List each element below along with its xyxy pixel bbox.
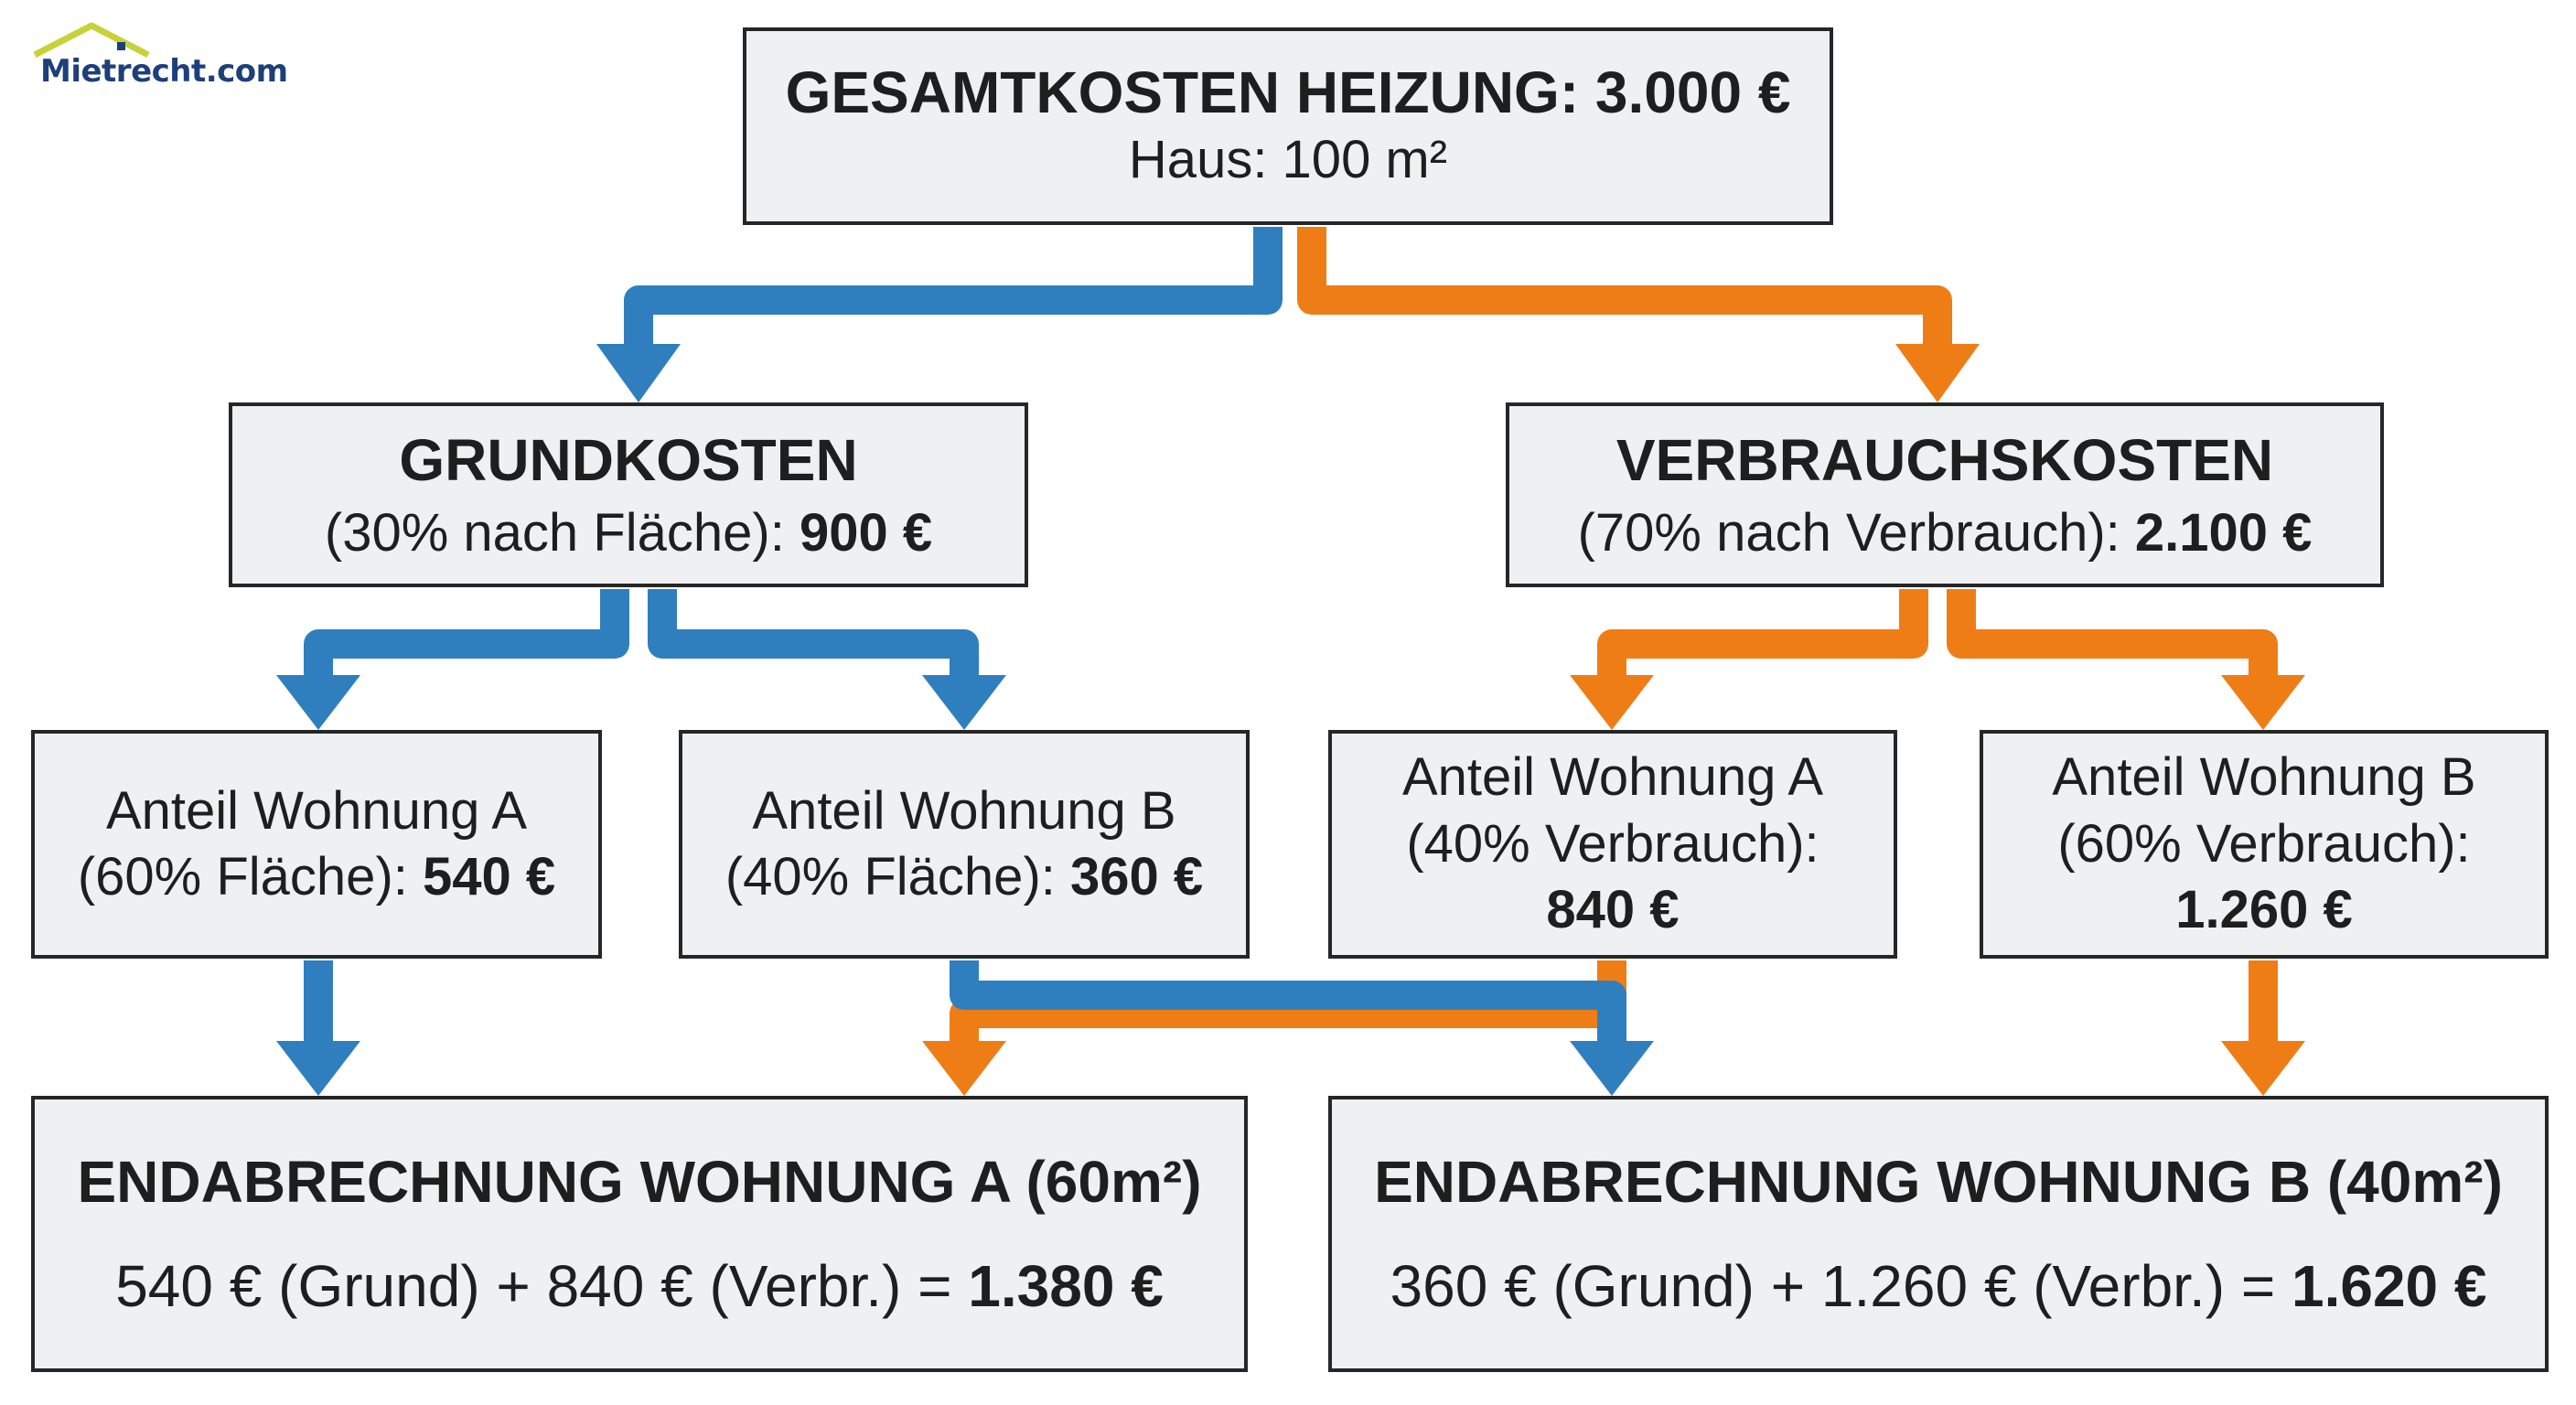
final-bill-b-line: 360 € (Grund) + 1.260 € (Verbr.) = 1.620… — [1390, 1249, 2487, 1323]
arrowhead-fa-orange — [922, 1041, 1006, 1096]
arrowhead-fa-blue — [276, 1041, 360, 1096]
base-share-b-label: Anteil Wohnung B — [752, 780, 1176, 841]
base-share-b-line: (40% Fläche): 360 € — [725, 844, 1203, 911]
consumption-costs-desc: (70% nach Verbrauch): — [1577, 502, 2135, 563]
consumption-costs-box: VERBRAUCHSKOSTEN (70% nach Verbrauch): 2… — [1506, 402, 2384, 587]
consumption-costs-value: 2.100 € — [2134, 502, 2313, 563]
house-window-icon — [117, 42, 125, 50]
arrow-verb-to-a — [1597, 589, 1928, 677]
arrow-verb-to-b — [1947, 589, 2278, 677]
house-area: Haus: 100 m² — [1128, 129, 1448, 189]
arrow-top-to-grund — [624, 227, 1283, 346]
arrowhead-fb-orange — [2221, 1041, 2305, 1096]
base-share-b-desc: (40% Fläche): — [724, 847, 1070, 906]
arrowhead-va — [1570, 675, 1654, 730]
arrowhead-gb — [922, 675, 1006, 730]
base-share-a-line: (60% Fläche): 540 € — [78, 844, 555, 911]
base-share-a-box: Anteil Wohnung A (60% Fläche): 540 € — [31, 730, 602, 959]
final-bill-a-box: ENDABRECHNUNG WOHNUNG A (60m²) 540 € (Gr… — [31, 1096, 1248, 1372]
final-bill-a-total: 1.380 € — [968, 1253, 1164, 1319]
arrow-grund-to-a — [304, 589, 629, 677]
base-share-a-value: 540 € — [423, 847, 556, 906]
final-bill-b-total: 1.620 € — [2291, 1253, 2487, 1319]
consumption-share-b-label: Anteil Wohnung B — [2052, 747, 2476, 808]
base-costs-title: GRUNDKOSTEN — [399, 426, 858, 493]
base-costs-desc: (30% nach Fläche): — [324, 502, 800, 563]
consumption-share-a-value: 840 € — [1546, 880, 1680, 940]
final-bill-a-title: ENDABRECHNUNG WOHNUNG A (60m²) — [77, 1149, 1202, 1215]
house-roof-icon — [33, 22, 150, 59]
consumption-costs-title: VERBRAUCHSKOSTEN — [1615, 426, 2274, 493]
final-bill-a-line: 540 € (Grund) + 840 € (Verbr.) = 1.380 € — [115, 1249, 1164, 1323]
total-costs-title: GESAMTKOSTEN HEIZUNG: 3.000 € — [785, 59, 1791, 125]
base-share-a-label: Anteil Wohnung A — [105, 780, 528, 841]
arrow-gb-to-fb — [950, 960, 1626, 1043]
consumption-share-a-box: Anteil Wohnung A (40% Verbrauch): 840 € — [1328, 730, 1897, 959]
arrowhead-vb — [2221, 675, 2305, 730]
final-bill-b-formula: 360 € (Grund) + 1.260 € (Verbr.) = — [1390, 1253, 2292, 1319]
base-share-a-desc: (60% Fläche): — [77, 847, 423, 906]
final-bill-b-box: ENDABRECHNUNG WOHNUNG B (40m²) 360 € (Gr… — [1328, 1096, 2549, 1372]
consumption-share-b-box: Anteil Wohnung B (60% Verbrauch): 1.260 … — [1980, 730, 2549, 959]
base-costs-line: (30% nach Fläche): 900 € — [325, 499, 932, 567]
arrowhead-grund — [596, 344, 681, 402]
base-costs-box: GRUNDKOSTEN (30% nach Fläche): 900 € — [229, 402, 1028, 587]
arrowhead-fb-blue — [1570, 1041, 1654, 1096]
arrowhead-verb — [1895, 344, 1980, 402]
base-costs-value: 900 € — [799, 502, 933, 563]
mietrecht-logo[interactable] — [27, 18, 265, 91]
logo-text: Mietrecht.com — [40, 53, 288, 90]
total-costs-box: GESAMTKOSTEN HEIZUNG: 3.000 € Haus: 100 … — [743, 27, 1833, 225]
consumption-share-b-value: 1.260 € — [2175, 880, 2353, 940]
consumption-share-a-label: Anteil Wohnung A — [1401, 747, 1824, 808]
consumption-share-a-desc: (40% Verbrauch): — [1406, 813, 1819, 874]
base-share-b-box: Anteil Wohnung B (40% Fläche): 360 € — [679, 730, 1250, 959]
arrow-grund-to-b — [648, 589, 979, 677]
base-share-b-value: 360 € — [1070, 847, 1204, 906]
arrow-top-to-verb — [1297, 227, 1952, 346]
final-bill-b-title: ENDABRECHNUNG WOHNUNG B (40m²) — [1374, 1149, 2503, 1215]
consumption-costs-line: (70% nach Verbrauch): 2.100 € — [1578, 499, 2313, 567]
arrowhead-ga — [276, 675, 360, 730]
consumption-share-b-desc: (60% Verbrauch): — [2057, 813, 2471, 874]
final-bill-a-formula: 540 € (Grund) + 840 € (Verbr.) = — [115, 1253, 969, 1319]
